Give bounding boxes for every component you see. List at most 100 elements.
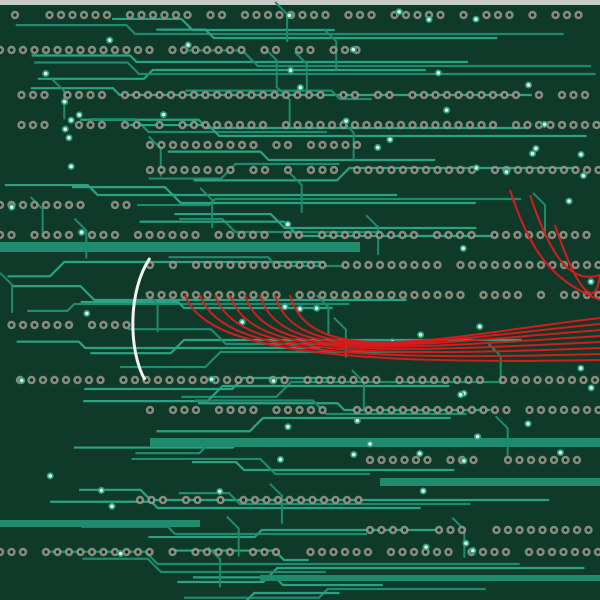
pad-center [501,378,505,382]
via-hole [118,551,123,556]
copper-trace [269,483,283,524]
pad-center [93,13,98,17]
pad-center [575,528,579,532]
pad-center [573,168,578,172]
pad-center [363,378,367,382]
pad-center [535,378,540,382]
pad-center [527,168,532,172]
via-hole [67,135,71,140]
pad-center [309,143,313,147]
pad-center [445,123,449,127]
pad-center [412,168,417,172]
pad-center [491,93,495,97]
pad-center [253,498,257,502]
via-hole [62,99,67,104]
pad-center [502,93,507,97]
pad-center [552,528,556,532]
pad-center [208,13,213,17]
pad-center [274,263,279,267]
via-hole [375,145,380,150]
copper-trace [120,350,432,369]
pad-center [305,378,310,382]
pad-center [354,233,359,237]
pad-center [274,408,279,412]
pad-center [378,408,382,412]
pad-center [366,168,371,172]
pad-center [445,93,449,97]
pad-center [539,408,543,412]
copper-trace [30,87,532,97]
pad-center [379,458,384,462]
pad-center [586,528,591,532]
pad-center [447,293,451,297]
pad-center [548,123,553,127]
via-hole [436,71,441,75]
red-jumper-wire [199,294,600,358]
pad-center [297,233,301,237]
pad-center [355,143,359,147]
pad-center [571,123,576,127]
pad-center [412,550,416,554]
pad-center [75,378,80,382]
pad-center [286,408,290,412]
pad-center [389,293,394,297]
pad-center [0,203,2,207]
pad-center [320,233,324,237]
pad-center [78,203,83,207]
pad-center [240,263,244,267]
copper-trace [83,384,450,403]
pad-center [561,550,566,554]
pad-center [32,48,37,52]
pad-center [524,378,528,382]
pad-center [432,378,436,382]
pad-center [369,13,374,17]
pad-center [351,378,356,382]
pad-center [238,93,242,97]
pad-center [263,293,267,297]
pad-center [297,263,302,267]
pad-center [147,550,152,554]
copper-trace [192,576,383,587]
via-hole [526,83,531,87]
pad-center [194,143,198,147]
via-hole [567,199,571,203]
pad-center [9,323,14,327]
pad-center [228,550,232,554]
pad-center [226,93,231,97]
wide-trace [0,520,200,527]
via-hole [43,71,48,76]
copper-trace [191,461,455,472]
via-hole [397,9,401,14]
pad-center [575,458,579,462]
pad-center [354,550,359,554]
via-hole [464,541,468,546]
via-hole [461,246,466,251]
pad-center [193,233,198,237]
via-hole [504,170,509,174]
pad-center [461,13,466,17]
pad-center [504,293,509,297]
pad-center [171,293,175,297]
via-hole [474,17,478,22]
pad-center [576,13,581,17]
pad-center [424,408,428,412]
pad-center [124,48,129,52]
copper-trace [532,192,546,233]
pad-center [341,123,346,127]
pad-center [182,48,186,52]
pad-center [9,550,14,554]
pad-center [77,123,81,127]
pad-center [157,123,162,127]
pad-center [320,263,325,267]
pad-center [455,378,459,382]
via-hole [240,320,245,324]
pad-center [44,233,48,237]
pad-center [330,123,334,127]
red-jumper-wire [184,294,600,362]
via-hole [589,279,593,284]
pad-center [277,13,282,17]
pad-center [249,123,254,127]
pad-center [366,550,370,554]
pad-center [412,233,416,237]
